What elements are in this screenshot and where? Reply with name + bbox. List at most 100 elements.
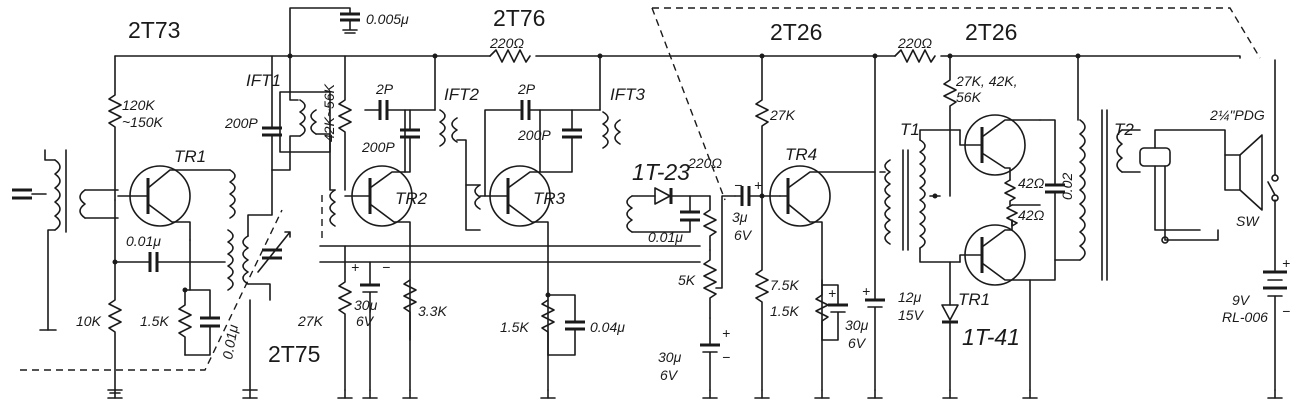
svg-text:+: + [1282, 255, 1290, 271]
emitter-network-tr1 [178, 239, 220, 356]
svg-text:15V: 15V [898, 307, 925, 323]
svg-text:200P: 200P [361, 139, 395, 155]
bias-diode [941, 261, 959, 391]
label-2t26-b: 2T26 [965, 19, 1017, 45]
stage-labels: 2T73 2T76 2T26 2T26 2T75 [128, 5, 1017, 367]
svg-text:+: + [828, 285, 836, 301]
transistor-tr1 [117, 165, 231, 241]
svg-text:3μ: 3μ [732, 209, 748, 225]
label-t1: T1 [900, 120, 920, 139]
label-ift3: IFT3 [610, 85, 645, 104]
svg-text:1.5K: 1.5K [770, 303, 799, 319]
label-tr4: TR4 [785, 145, 817, 164]
svg-text:+: + [862, 283, 870, 299]
transistor-tr3 [479, 100, 601, 391]
detector-diode [626, 187, 711, 233]
label-ift1: IFT1 [246, 71, 281, 90]
output-transformer-t2 [1054, 55, 1141, 281]
label-1t23: 1T-23 [632, 159, 690, 185]
earphone-jack [1139, 129, 1226, 244]
svg-text:42Ω: 42Ω [1018, 175, 1045, 191]
svg-text:−: − [382, 259, 390, 275]
svg-text:27K, 42K,: 27K, 42K, [955, 73, 1018, 89]
svg-text:27K: 27K [297, 313, 324, 329]
transistor-output-top [959, 114, 1041, 181]
svg-text:27K: 27K [769, 107, 796, 123]
label-ift2: IFT2 [444, 85, 479, 104]
oscillator-coil [227, 169, 291, 391]
svg-text:5K: 5K [678, 272, 696, 288]
resistor-10k [107, 199, 123, 394]
label-tr2: TR2 [395, 189, 428, 208]
tr2-input-coil [321, 189, 336, 240]
svg-text:1.5K: 1.5K [500, 319, 529, 335]
svg-text:6V: 6V [356, 313, 375, 329]
svg-text:30μ: 30μ [845, 317, 869, 333]
svg-text:1.5K: 1.5K [140, 313, 169, 329]
svg-text:120K: 120K [122, 97, 155, 113]
label-tr1-out: TR1 [958, 290, 990, 309]
svg-text:220Ω: 220Ω [687, 155, 722, 171]
top-bypass-capacitor [289, 7, 360, 57]
label-tr1: TR1 [174, 147, 206, 166]
coupling-capacitor [112, 252, 226, 272]
svg-text:6V: 6V [848, 335, 867, 351]
transformer-labels: IFT1 IFT2 IFT3 T1 T2 [246, 71, 1134, 139]
svg-text:0.01μ: 0.01μ [219, 323, 241, 360]
svg-text:3.3K: 3.3K [418, 303, 447, 319]
ift3-capacitor [539, 109, 582, 173]
svg-text:220Ω: 220Ω [897, 35, 932, 51]
resistor-120k [108, 55, 122, 201]
svg-text:+: + [754, 177, 762, 193]
svg-text:0.01μ: 0.01μ [126, 233, 161, 249]
svg-text:+: + [722, 325, 730, 341]
svg-text:2¼"PDG: 2¼"PDG [1209, 107, 1265, 123]
volume-potentiometer [700, 195, 736, 391]
svg-text:~150K: ~150K [122, 114, 164, 130]
svg-text:6V: 6V [660, 367, 679, 383]
svg-text:220Ω: 220Ω [489, 35, 524, 51]
svg-text:6V: 6V [734, 227, 753, 243]
ground-symbols [107, 389, 1283, 399]
svg-text:−: − [722, 349, 730, 365]
svg-text:200P: 200P [224, 115, 258, 131]
antenna-coil [12, 149, 119, 331]
svg-text:−: − [1282, 303, 1290, 319]
output-bias-resistor [943, 55, 957, 197]
svg-text:+: + [351, 259, 359, 275]
svg-text:−: − [734, 177, 742, 193]
svg-text:42K~56K: 42K~56K [321, 83, 337, 142]
capacitor-002 [1029, 119, 1065, 281]
svg-text:2P: 2P [375, 81, 394, 97]
label-2t75: 2T75 [268, 341, 320, 367]
supply-rail [114, 49, 1241, 63]
ift1-transformer [262, 55, 336, 191]
svg-text:10K: 10K [76, 313, 102, 329]
speaker [1224, 134, 1263, 211]
svg-text:30μ: 30μ [354, 297, 378, 313]
svg-text:12μ: 12μ [898, 289, 922, 305]
diode-labels: 1T-23 1T-41 [632, 159, 1020, 350]
svg-text:SW: SW [1236, 213, 1260, 229]
transistor-tr4 [769, 165, 876, 391]
label-2t76: 2T76 [493, 5, 545, 31]
svg-text:56K: 56K [956, 89, 982, 105]
svg-text:7.5K: 7.5K [770, 277, 799, 293]
label-t2: T2 [1114, 120, 1134, 139]
emitter-resistors [1004, 179, 1041, 227]
dashed-enclosure [652, 7, 1261, 59]
power-switch [1267, 59, 1279, 271]
svg-text:RL-006: RL-006 [1222, 309, 1268, 325]
svg-text:30μ: 30μ [658, 349, 682, 365]
battery [1263, 270, 1287, 391]
svg-text:2P: 2P [517, 81, 536, 97]
resistor-42k [338, 55, 352, 191]
component-labels: 0.005μ 220Ω 220Ω 120K ~150K 200P 2P 200P… [76, 11, 1268, 383]
ift2-transformer [434, 55, 481, 231]
label-2t73: 2T73 [128, 17, 180, 43]
transistor-tr2 [344, 109, 413, 391]
label-1t41: 1T-41 [962, 324, 1020, 350]
svg-text:200P: 200P [517, 127, 551, 143]
svg-text:0.04μ: 0.04μ [590, 319, 625, 335]
